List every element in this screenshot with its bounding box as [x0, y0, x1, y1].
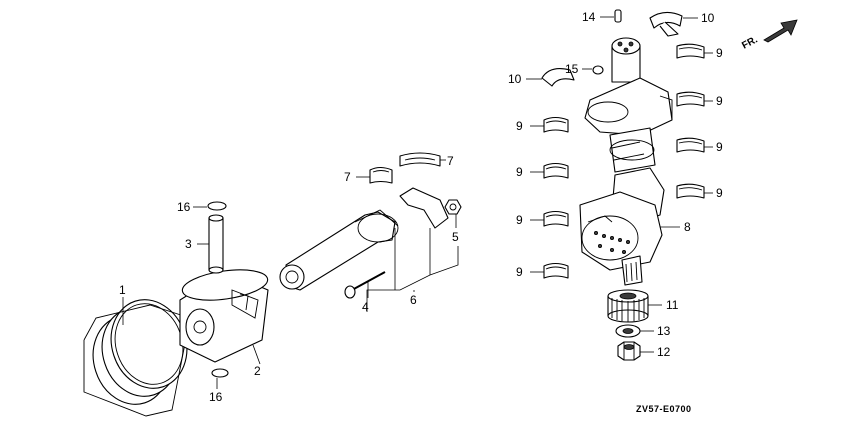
callout-crankshaft: 8: [684, 220, 691, 234]
piston: [179, 269, 269, 363]
thrust-washer-top: [649, 11, 683, 37]
main-bearing-l4: [543, 262, 569, 279]
callout-nut: 12: [657, 345, 671, 359]
callout-rod-bearing-lower: 7: [344, 170, 351, 184]
callout-main-bearing-r3: 9: [716, 140, 723, 154]
main-bearing-r4: [676, 183, 705, 199]
callout-main-bearing-l2: 9: [516, 165, 523, 179]
main-bearing-l2: [543, 162, 569, 179]
callout-main-bearing-r1: 9: [716, 46, 723, 60]
callout-pin-15: 15: [565, 62, 579, 76]
direction-label: FR.: [740, 34, 760, 51]
callout-gear: 11: [666, 298, 679, 312]
dowel-pin-14: [614, 9, 622, 23]
main-bearing-l3: [543, 210, 569, 227]
main-bearing-r2: [676, 91, 705, 107]
callout-rod-bearing-upper: 7: [447, 154, 454, 168]
callout-piston: 2: [254, 364, 261, 378]
flange-nut: [617, 341, 641, 361]
callout-pin: 3: [185, 237, 192, 251]
rod-cap: [399, 187, 449, 229]
callout-clip-bottom: 16: [209, 390, 223, 404]
front-direction-arrow-icon: [763, 19, 798, 43]
connecting-rod: [279, 209, 399, 291]
callout-rod-bolt: 4: [362, 300, 369, 314]
callout-main-bearing-l1: 9: [516, 119, 523, 133]
main-bearing-l1: [543, 116, 569, 133]
thrust-washer-left: [541, 68, 575, 87]
callout-rod-nut: 5: [452, 230, 459, 244]
dowel-pin-15: [592, 65, 604, 75]
callout-clip-top: 16: [177, 200, 191, 214]
diagram-code: ZV57-E0700: [636, 404, 692, 414]
washer: [615, 324, 641, 338]
crank-gear: [607, 289, 649, 323]
rod-bearing-lower: [369, 166, 393, 184]
rod-bearing-upper: [399, 152, 441, 167]
callout-rod-assembly: 6: [410, 293, 417, 307]
circlip-bottom: [211, 368, 229, 378]
main-bearing-r3: [676, 137, 705, 153]
callout-main-bearing-r2: 9: [716, 94, 723, 108]
callout-thrust-washer-left: 10: [508, 72, 522, 86]
callout-thrust-washer-top: 10: [701, 11, 715, 25]
main-bearing-r1: [676, 43, 705, 59]
rod-nut: [444, 199, 462, 215]
callout-rings: 1: [119, 283, 126, 297]
rod-bolt: [344, 271, 386, 299]
callout-main-bearing-r4: 9: [716, 186, 723, 200]
callout-washer: 13: [657, 324, 671, 338]
callout-main-bearing-l4: 9: [516, 265, 523, 279]
piston-pin: [208, 214, 224, 274]
callout-main-bearing-l3: 9: [516, 213, 523, 227]
crankshaft: [579, 37, 673, 286]
piston-rings: [83, 299, 191, 417]
circlip-top: [207, 201, 227, 211]
callout-pin-14: 14: [582, 10, 596, 24]
